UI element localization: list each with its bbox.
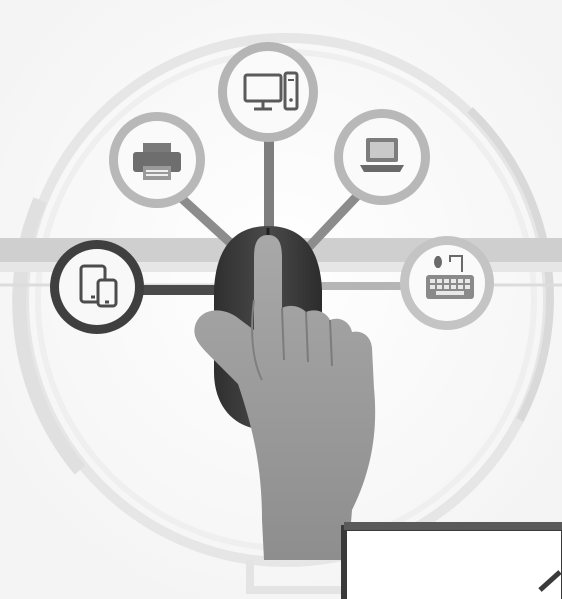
laptop-device [334,109,430,205]
desktop-device [218,42,318,142]
printer-device [109,112,205,208]
framed-panel [344,522,562,599]
laptop-icon [360,138,404,172]
keyboard-device [400,236,494,330]
tablet-phone-device [50,240,144,334]
